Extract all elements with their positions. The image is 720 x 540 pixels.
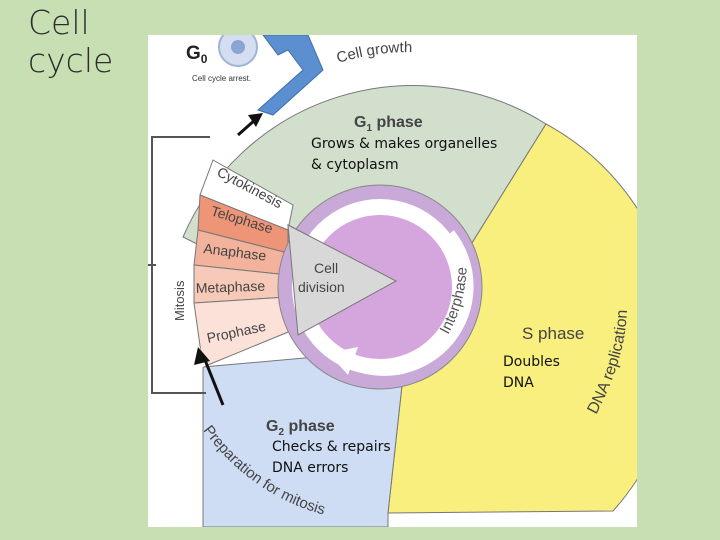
g2-note-line1: Checks & repairs xyxy=(272,439,391,455)
g0-nucleus-icon xyxy=(231,40,245,54)
cell-division-overlay xyxy=(287,224,398,336)
prep-arrowhead xyxy=(194,347,210,365)
g2-note-line2: DNA errors xyxy=(272,460,349,476)
g1-arrowhead xyxy=(248,113,263,127)
prep-arrow xyxy=(201,354,225,406)
cell-cycle-svg: G0 Cell cycle arrest. Cell growth G1 pha… xyxy=(148,27,678,528)
s-phase-label: S phase xyxy=(522,324,584,343)
metaphase-label: Metaphase xyxy=(196,278,266,296)
g2-note: Checks & repairs DNA errors xyxy=(272,437,391,479)
anaphase-label: Anaphase xyxy=(203,240,268,264)
g2-phase-label: G2 phase xyxy=(266,418,335,438)
cell-growth-label: Cell growth xyxy=(335,39,413,67)
g0-caption: Cell cycle arrest. xyxy=(192,74,251,83)
g0-arrow xyxy=(257,34,324,116)
mitosis-label: Mitosis xyxy=(172,280,187,321)
g1-note-line2: & cytoplasm xyxy=(311,157,399,173)
cell-division-line1: Cell xyxy=(314,260,338,276)
slide-title-line2: cycle xyxy=(28,41,114,80)
g1-note: Grows & makes organelles & cytoplasm xyxy=(311,134,497,176)
slide-title: Cell cycle xyxy=(28,4,113,80)
interphase-arrow xyxy=(344,230,474,376)
g1-note-line1: Grows & makes organelles xyxy=(311,136,498,152)
cell-division-line2: division xyxy=(298,279,345,295)
g0-label: G0 xyxy=(186,43,208,66)
s-note-line2: DNA xyxy=(503,375,534,391)
s-note: Doubles DNA xyxy=(503,352,560,394)
slide-title-line1: Cell xyxy=(28,3,90,42)
s-note-line1: Doubles xyxy=(503,354,560,370)
interphase-arrowhead xyxy=(328,347,358,375)
g1-phase-label: G1 phase xyxy=(354,114,423,134)
cell-cycle-diagram: G0 Cell cycle arrest. Cell growth G1 pha… xyxy=(148,27,678,528)
